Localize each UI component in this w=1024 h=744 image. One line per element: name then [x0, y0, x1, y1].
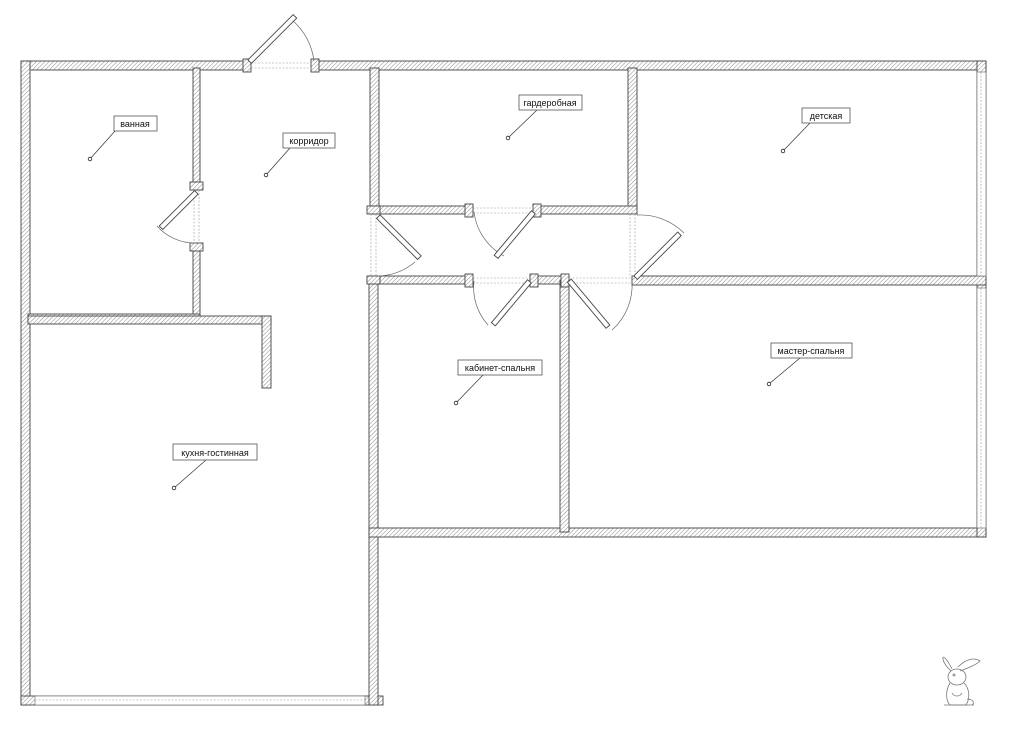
rabbit-logo-icon	[942, 656, 981, 706]
wall-top-left	[20, 60, 250, 71]
opening-study	[473, 277, 530, 284]
door-wardrobe	[473, 210, 536, 259]
wall-study-master	[559, 279, 570, 533]
jamb-hall-left-bottom	[366, 275, 381, 285]
jamb-master-left	[560, 273, 570, 288]
room-label-bathroom: ванная	[87, 115, 158, 162]
jamb-hall-left-top	[366, 205, 381, 215]
anchor-point	[505, 135, 511, 141]
anchor-point	[171, 485, 177, 491]
anchor-point	[766, 381, 772, 387]
windows	[34, 71, 987, 706]
wall-bath-corridor-upper	[192, 67, 201, 191]
wall-hall-upper-a	[369, 205, 474, 215]
room-label-wardrobe: гардеробная	[505, 94, 583, 141]
room-labels: ванная корридор гардеробная детская каби…	[87, 94, 853, 491]
wall-kids-bottom	[631, 275, 987, 286]
jamb-bath-top	[189, 181, 204, 191]
wall-hall-upper-b	[532, 205, 638, 215]
door-hall-left	[375, 214, 422, 277]
doors	[156, 13, 685, 331]
opening-wardrobe	[473, 207, 533, 214]
jamb-entrance-left	[242, 58, 252, 73]
window-master	[976, 287, 987, 529]
label-wardrobe: гардеробная	[523, 98, 576, 108]
room-label-kids: детская	[780, 107, 851, 154]
wall-kitchen-stub	[261, 315, 272, 389]
room-label-master: мастер-спальня	[766, 342, 853, 387]
jamb-study-left	[464, 273, 474, 288]
jamb-wardrobe-left	[464, 203, 474, 218]
label-corridor: корридор	[289, 136, 328, 146]
label-master: мастер-спальня	[778, 346, 845, 356]
door-entrance	[247, 13, 315, 65]
wall-bottom-rooms	[368, 527, 987, 538]
label-kitchen: кухня-гостинная	[181, 448, 249, 458]
anchor-point	[87, 156, 93, 162]
door-bathroom	[156, 189, 199, 244]
walls	[20, 58, 987, 706]
opening-hall-left	[370, 214, 377, 276]
jamb-bath-bottom	[189, 242, 204, 252]
wall-kitchen-right	[368, 277, 379, 706]
anchor-point	[263, 172, 269, 178]
wall-hall-lower-a	[369, 275, 474, 285]
opening-entrance	[251, 62, 311, 69]
room-label-study: кабинет-спальня	[453, 359, 543, 406]
opening-master	[569, 277, 632, 284]
room-label-corridor: корридор	[263, 132, 336, 178]
label-study: кабинет-спальня	[465, 363, 535, 373]
label-bathroom: ванная	[120, 119, 150, 129]
window-kitchen	[34, 695, 366, 706]
room-label-kitchen: кухня-гостинная	[171, 443, 258, 491]
jamb-study-right	[529, 273, 539, 288]
jamb-wardrobe-right	[532, 203, 542, 218]
wall-top-right	[313, 60, 987, 71]
door-master	[566, 278, 633, 331]
anchor-point	[780, 148, 786, 154]
jamb-entrance-right	[310, 58, 320, 73]
door-kids	[633, 214, 685, 281]
wall-bath-corridor-lower	[192, 242, 201, 322]
wall-left	[20, 60, 31, 706]
opening-kids	[629, 214, 636, 276]
door-study	[473, 279, 532, 327]
label-kids: детская	[810, 111, 843, 121]
window-kids	[976, 71, 987, 277]
anchor-point	[453, 400, 459, 406]
door-openings	[193, 62, 636, 284]
wall-wardrobe-kids	[627, 67, 638, 211]
wall-corridor-right-upper	[369, 67, 380, 211]
wall-kitchen-partition	[27, 315, 272, 325]
